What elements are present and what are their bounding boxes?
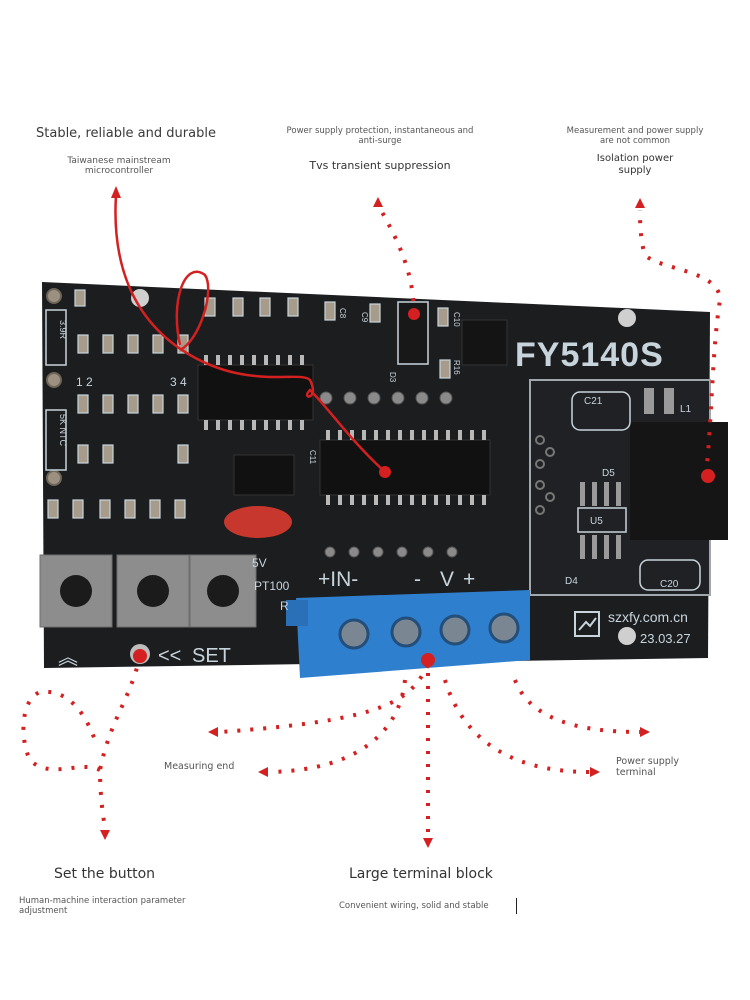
set-button-callout-title: Set the button (54, 866, 156, 882)
silk-d5: D5 (602, 468, 615, 479)
isolation-callout-title: Isolation power supply (580, 153, 690, 177)
silk-c9: C9 (360, 312, 369, 323)
mount-hole (618, 627, 636, 645)
ic-mcu (319, 439, 491, 496)
mount-hole (618, 309, 636, 327)
mount-hole (46, 288, 62, 304)
text-cursor (516, 898, 517, 914)
arrow-right-icon (640, 727, 650, 737)
tvs-note-line: anti-surge (358, 136, 402, 146)
silk-chevrons: << (158, 645, 181, 667)
silk-u5: U5 (590, 516, 603, 527)
tactile-buttons (39, 554, 257, 628)
inductor-l1b (664, 388, 674, 414)
power-terminal-line: terminal (616, 767, 656, 778)
tvs-callout-title: Tvs transient suppression (309, 159, 451, 172)
set-button-callout-subtitle: Human-machine interaction parameter adju… (19, 896, 186, 916)
arrow-up-icon (373, 197, 383, 207)
isolation-module (630, 422, 728, 540)
isolation-note-line: Measurement and power supply (566, 126, 704, 136)
silk-c20: C20 (660, 579, 679, 590)
mcu-callout-line (114, 194, 386, 473)
red-capacitor (224, 506, 292, 538)
silk-box-39r (45, 309, 67, 366)
header-pads (319, 391, 458, 558)
button-label-set: SET (192, 645, 231, 667)
silk-39r: 3.9R (58, 320, 68, 340)
arrow-right-icon (590, 767, 600, 777)
mcu-subtitle-line: Taiwanese mainstream (67, 156, 171, 166)
board-website: szxfy.com.cn (608, 609, 688, 625)
silk-pins-34: 3 4 (170, 375, 187, 389)
mcu-callout-title: Stable, reliable and durable (36, 126, 216, 141)
arrowheads (100, 197, 650, 848)
terminal-label-plus: + (463, 568, 475, 591)
board-date-code: 23.03.27 (640, 631, 691, 646)
set-button-subtitle-line: Human-machine interaction parameter (19, 896, 186, 906)
power-terminal-line: Power supply (616, 756, 680, 767)
ic-upper (197, 364, 314, 421)
inductor-l1 (644, 388, 654, 414)
silk-r16: R16 (452, 360, 461, 375)
mcu-marker-dot (379, 466, 391, 478)
silk-box-c21 (571, 391, 631, 431)
u5-pins (580, 482, 621, 559)
dotted-callouts (21, 204, 723, 838)
mount-hole (46, 470, 62, 486)
silk-box-c20 (639, 559, 701, 591)
arrow-left-icon (258, 767, 268, 777)
via-cluster (535, 435, 555, 515)
isolation-title-line: supply (618, 165, 652, 176)
isolation-title-line: Isolation power (596, 153, 674, 164)
smd-components-left (47, 289, 451, 519)
power-terminal-label: Power supply terminal (616, 756, 679, 778)
silk-5v: 5V (252, 556, 267, 570)
isolation-note-line: are not common (599, 136, 671, 146)
arrow-left-icon (208, 727, 218, 737)
terminal-label-v: V (440, 568, 454, 591)
set-button-subtitle-line: adjustment (19, 906, 68, 916)
silk-c8: C8 (338, 308, 347, 319)
terminal-label-in: +IN- (318, 568, 358, 591)
ic-right (461, 319, 508, 366)
mount-hole (46, 372, 62, 388)
ic-small (233, 454, 295, 496)
silk-pt100: PT100 (254, 579, 290, 593)
logo-icon (574, 611, 600, 637)
isolation-callout-note: Measurement and power supply are not com… (560, 126, 710, 146)
silk-d3: D3 (388, 372, 397, 383)
logo-mark (578, 617, 597, 631)
tvs-note-line: Power supply protection, instantaneous a… (286, 126, 474, 136)
mcu-callout-subtitle: Taiwanese mainstream microcontroller (64, 156, 174, 176)
marker-dots (133, 308, 715, 667)
silk-box-ntc (45, 409, 67, 471)
terminal-block (286, 590, 530, 678)
silk-pins-12: 1 2 (76, 375, 93, 389)
board-model: FY5140S (515, 336, 664, 374)
silk-ntc: 5K NTC (58, 414, 68, 447)
measuring-end-label: Measuring end (164, 761, 235, 772)
tvs-callout-note: Power supply protection, instantaneous a… (280, 126, 480, 146)
arrow-down-icon (423, 838, 433, 848)
silk-r: R (280, 599, 289, 613)
ic-pins (204, 355, 486, 505)
silk-up-chevrons: ︽ (58, 647, 78, 669)
silk-l1: L1 (680, 404, 692, 415)
silk-c11: C11 (308, 450, 317, 465)
mcu-subtitle-line: microcontroller (84, 166, 154, 176)
terminal-block-callout-subtitle: Convenient wiring, solid and stable (339, 901, 489, 911)
terminal-block-callout-title: Large terminal block (349, 866, 493, 882)
arrow-down-icon (100, 830, 110, 840)
mcu-arrowhead-icon (111, 186, 121, 198)
silk-box-u5 (577, 507, 627, 533)
arrow-up-icon (635, 198, 645, 208)
silk-c21: C21 (584, 396, 603, 407)
silk-d4: D4 (565, 576, 578, 587)
terminal-label-minus: - (414, 568, 421, 591)
silk-c10: C10 (452, 312, 461, 327)
